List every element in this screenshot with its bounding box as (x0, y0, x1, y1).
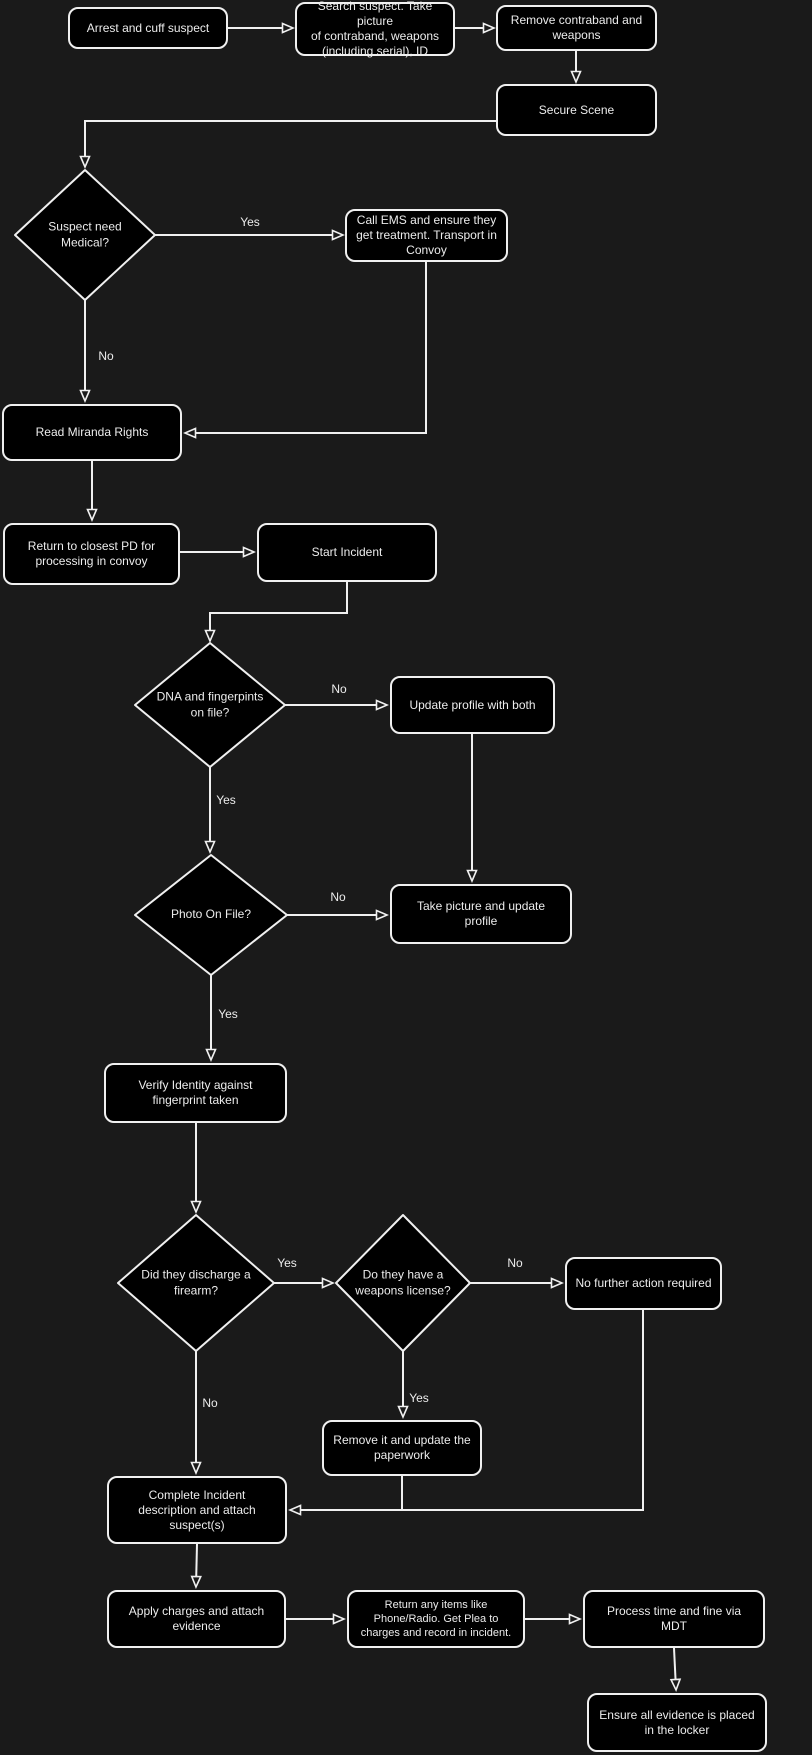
node-remove-update-paperwork: Remove it and update the paperwork (322, 1420, 482, 1476)
node-process-time-fine: Process time and fine via MDT (583, 1590, 765, 1648)
label-photo-on-file: Photo On File? (170, 907, 252, 922)
edge-label-dna-no: No (331, 682, 347, 696)
node-search-suspect: Search suspect. Take picture of contraba… (295, 0, 455, 58)
node-apply-charges: Apply charges and attach evidence (107, 1590, 286, 1648)
edge-label-photo-no: No (330, 890, 346, 904)
node-return-to-pd: Return to closest PD for processing in c… (3, 523, 180, 585)
edge-complete-to-apply (196, 1543, 197, 1586)
node-no-further-action: No further action required (565, 1257, 722, 1310)
node-return-items: Return any items like Phone/Radio. Get P… (347, 1590, 525, 1648)
diamond-photo-on-file (134, 854, 288, 976)
node-ensure-evidence-locker: Ensure all evidence is placed in the loc… (587, 1693, 767, 1752)
edge-label-dna-yes: Yes (216, 793, 236, 807)
node-verify-identity: Verify Identity against fingerprint take… (104, 1063, 287, 1123)
edge-label-photo-yes: Yes (218, 1007, 238, 1021)
label-dna-fingerprints: DNA and fingerpints on file? (156, 689, 264, 719)
label-discharge-firearm: Did they discharge a firearm? (141, 1267, 251, 1297)
edge-nofurther-to-complete (291, 1310, 644, 1510)
node-arrest-and-cuff: Arrest and cuff suspect (68, 7, 228, 49)
label-suspect-need-medical: Suspect need Medical? (48, 219, 122, 249)
diamond-weapons-license (335, 1214, 471, 1352)
node-secure-scene: Secure Scene (496, 84, 657, 136)
node-take-picture-update: Take picture and update profile (390, 884, 572, 944)
node-call-ems: Call EMS and ensure they get treatment. … (345, 209, 508, 262)
edge-label-license-yes: Yes (409, 1391, 429, 1405)
edge-process-to-ensure (674, 1647, 676, 1689)
edge-label-firearm-no: No (202, 1396, 218, 1410)
diamond-discharge-firearm (117, 1214, 275, 1352)
edge-label-license-no: No (507, 1256, 523, 1270)
diamond-suspect-need-medical (14, 169, 156, 301)
node-read-miranda: Read Miranda Rights (2, 404, 182, 461)
edge-label-firearm-yes: Yes (277, 1256, 297, 1270)
node-start-incident: Start Incident (257, 523, 437, 582)
node-complete-incident: Complete Incident description and attach… (107, 1476, 287, 1544)
node-remove-contraband: Remove contraband and weapons (496, 5, 657, 51)
edge-ems-to-miranda (186, 262, 427, 433)
edge-label-medical-no: No (98, 349, 114, 363)
edge-secure-to-medical (85, 120, 496, 166)
edge-start-to-dna (210, 582, 348, 640)
diamond-dna-fingerprints (134, 642, 286, 768)
node-update-profile-both: Update profile with both (390, 676, 555, 734)
edge-label-medical-yes: Yes (240, 215, 260, 229)
label-weapons-license: Do they have a weapons license? (355, 1267, 451, 1297)
